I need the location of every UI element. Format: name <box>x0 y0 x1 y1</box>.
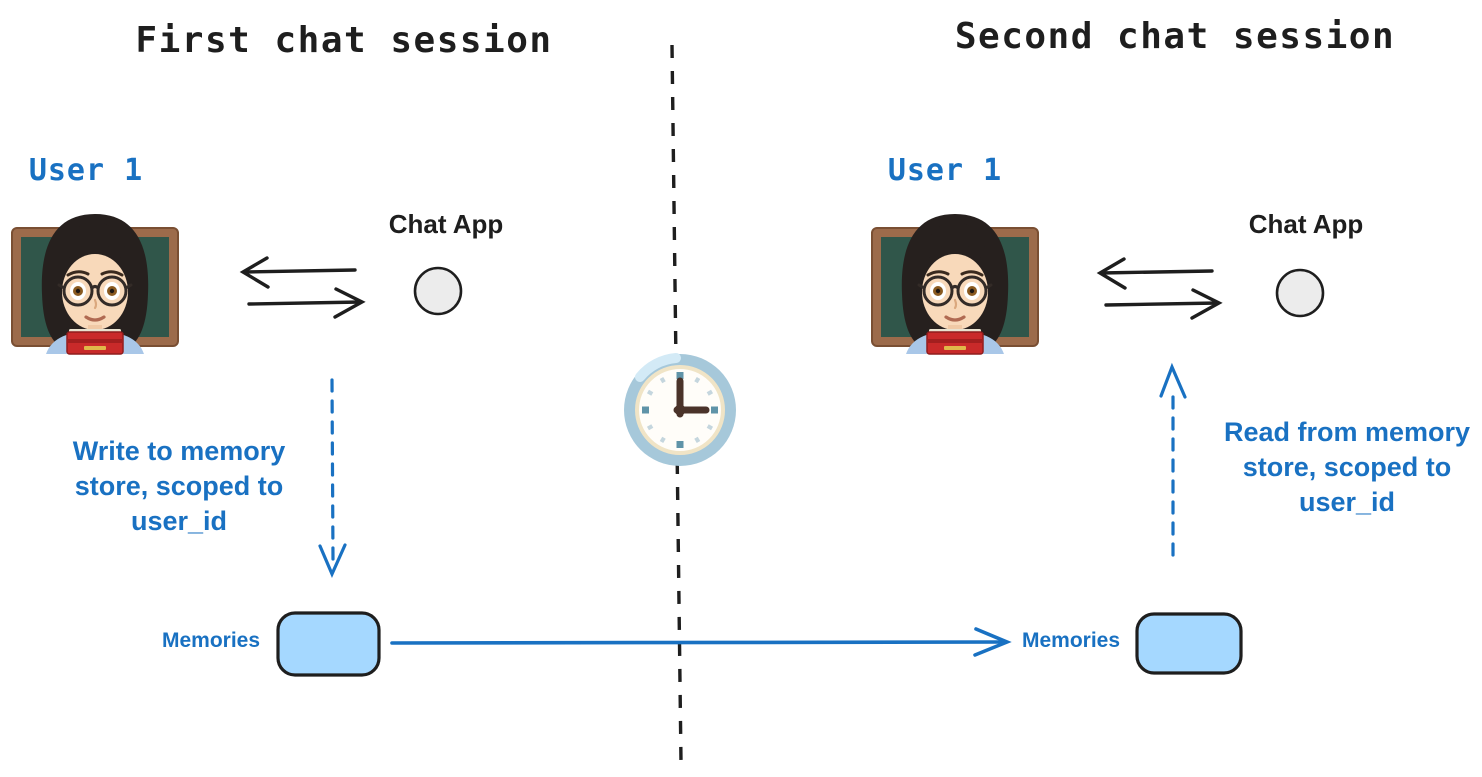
clock-tick-marks <box>642 372 718 448</box>
annotation-line: Write to memory <box>72 436 286 466</box>
right-app-to-user-arrow <box>1096 257 1214 290</box>
left-memories-box <box>276 611 381 677</box>
right-user-avatar-teacher-emoji <box>870 212 1040 356</box>
right-memories-label: Memories <box>1021 629 1121 652</box>
right-memories-box <box>1135 612 1243 675</box>
left-chat-app-label: Chat App <box>388 209 504 239</box>
left-chat-app-node <box>413 266 463 316</box>
left-app-to-user-arrow <box>239 256 357 289</box>
memories-transfer-arrow <box>390 627 1012 657</box>
left-user-label: User 1 <box>28 153 144 188</box>
clock-icon <box>624 353 736 466</box>
left-user-to-app-arrow <box>247 287 366 319</box>
annotation-line: user_id <box>1298 487 1396 517</box>
annotation-line: store, scoped to <box>1242 452 1452 482</box>
annotation-line: user_id <box>130 506 228 536</box>
annotation-line: store, scoped to <box>74 471 284 501</box>
annotation-line: Read from memory <box>1223 417 1471 447</box>
right-chat-app-node <box>1275 268 1325 318</box>
right-read-annotation: Read from memory store, scoped to user_i… <box>1197 415 1482 520</box>
left-user-avatar-teacher-emoji <box>10 212 180 356</box>
right-chat-app-label: Chat App <box>1248 209 1364 239</box>
left-write-memory-arrow <box>318 378 347 578</box>
left-session-title: First chat session <box>135 20 553 61</box>
right-user-label: User 1 <box>887 153 1003 188</box>
left-write-annotation: Write to memory store, scoped to user_id <box>29 434 329 539</box>
right-user-to-app-arrow <box>1104 288 1223 320</box>
right-session-title: Second chat session <box>954 16 1396 57</box>
left-memories-label: Memories <box>161 629 261 652</box>
right-read-memory-arrow <box>1159 362 1187 557</box>
